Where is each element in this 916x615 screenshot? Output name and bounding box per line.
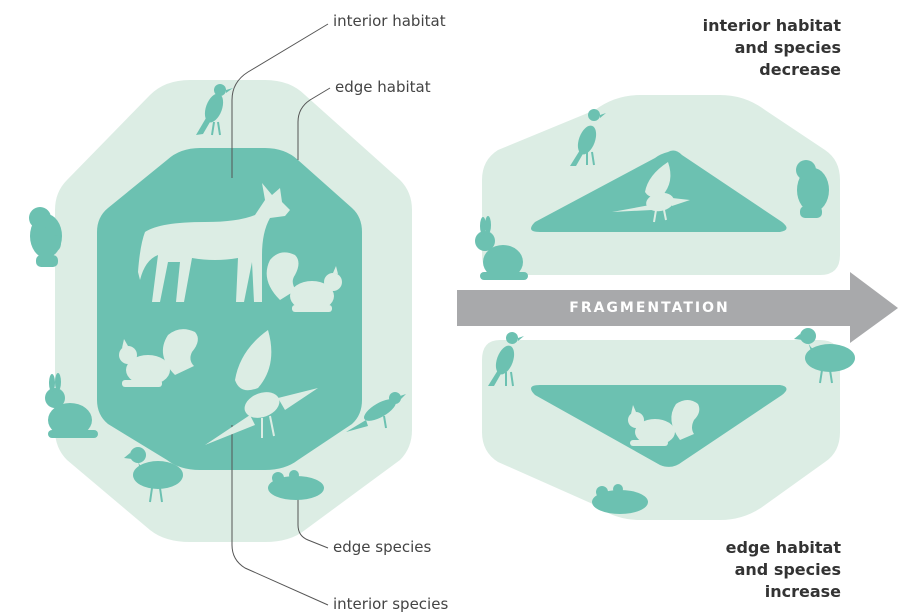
- edge-habitat-label: edge habitat: [335, 80, 431, 95]
- note-line: interior habitat: [703, 15, 841, 37]
- interior-species-label: interior species: [333, 597, 448, 612]
- interior-habitat-label: interior habitat: [333, 14, 446, 29]
- left-habitat-patch: [55, 80, 412, 542]
- note-line: and species: [703, 37, 841, 59]
- edge-species-label: edge species: [333, 540, 431, 555]
- edge-increase-note: edge habitat and species increase: [726, 537, 841, 603]
- note-line: and species: [726, 559, 841, 581]
- note-line: increase: [726, 581, 841, 603]
- note-line: decrease: [703, 59, 841, 81]
- note-line: edge habitat: [726, 537, 841, 559]
- fragmentation-arrow-label: FRAGMENTATION: [457, 290, 842, 326]
- interior-decrease-note: interior habitat and species decrease: [703, 15, 841, 81]
